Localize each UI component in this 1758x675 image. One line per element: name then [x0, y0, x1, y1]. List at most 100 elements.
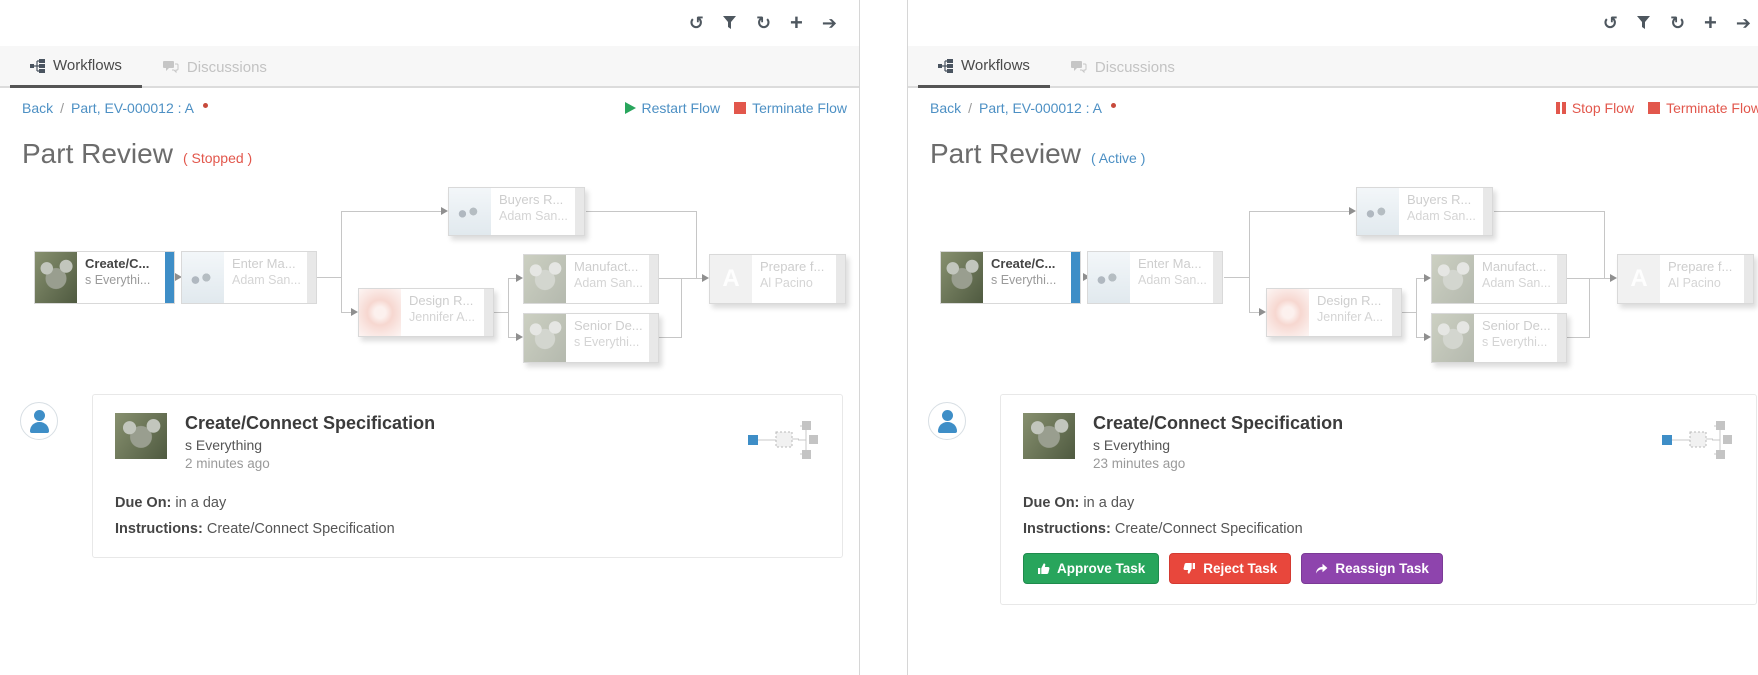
task-card: Create/Connect Specification s Everythin…	[92, 394, 843, 558]
flow-node-design[interactable]: Design R...Jennifer A...	[1266, 288, 1402, 337]
filter-icon[interactable]	[723, 16, 737, 30]
task-section: Create/Connect Specification s Everythin…	[908, 380, 1758, 605]
mini-workflow-icon[interactable]	[746, 419, 820, 461]
flow-connector	[316, 277, 342, 278]
back-link[interactable]: Back	[22, 100, 53, 116]
workflow-diagram: Create/C...s Everythi... Enter Ma...Adam…	[0, 180, 859, 380]
breadcrumb-separator: /	[968, 100, 972, 116]
add-icon[interactable]: +	[1704, 12, 1717, 34]
page-header: Part Review ( Stopped )	[0, 122, 859, 170]
flow-node-enter-ma[interactable]: Enter Ma...Adam San...	[1087, 251, 1223, 304]
node-avatar	[941, 252, 983, 303]
node-status-bar	[1483, 188, 1492, 235]
node-status-bar	[1557, 255, 1566, 303]
forward-icon[interactable]: ➔	[822, 14, 837, 32]
forward-icon[interactable]: ➔	[1736, 14, 1751, 32]
arrowhead-icon	[351, 308, 358, 316]
tab-discussions[interactable]: Discussions	[142, 46, 287, 88]
flow-connector	[494, 312, 509, 313]
refresh-icon[interactable]: ↻	[1670, 14, 1685, 32]
flow-node-create-connect[interactable]: Create/C...s Everythi...	[940, 251, 1081, 304]
instructions: Instructions: Create/Connect Specificati…	[1023, 521, 1734, 537]
user-icon	[928, 402, 966, 440]
filter-icon[interactable]	[1637, 16, 1651, 30]
node-avatar: A	[1618, 255, 1660, 303]
breadcrumb-item[interactable]: Part, EV-000012 : A	[71, 100, 194, 116]
node-status-bar	[836, 255, 845, 303]
task-title: Create/Connect Specification	[185, 413, 746, 434]
tab-workflows[interactable]: Workflows	[918, 46, 1050, 88]
tab-workflows[interactable]: Workflows	[10, 46, 142, 88]
arrowhead-icon	[441, 207, 448, 215]
terminate-flow-link[interactable]: Terminate Flow	[734, 100, 847, 116]
flow-node-buyers[interactable]: Buyers R...Adam San...	[448, 187, 585, 236]
approve-task-button[interactable]: Approve Task	[1023, 553, 1159, 584]
breadcrumb-row: Back / Part, EV-000012 : A Stop Flow Ter…	[908, 88, 1758, 122]
flow-connector	[1567, 278, 1589, 279]
flow-node-buyers[interactable]: Buyers R...Adam San...	[1356, 187, 1493, 236]
breadcrumb-item[interactable]: Part, EV-000012 : A	[979, 100, 1102, 116]
app-window-left: ↺ ↻ + ➔ Workflows Discussions	[0, 0, 860, 675]
refresh-icon[interactable]: ↻	[756, 14, 771, 32]
flow-connector	[1589, 278, 1590, 338]
flow-actions: Restart Flow Terminate Flow	[625, 100, 848, 116]
stop-square-icon	[734, 102, 746, 114]
flow-node-senior[interactable]: Senior De...s Everythi...	[523, 313, 659, 363]
tab-discussions[interactable]: Discussions	[1050, 46, 1195, 88]
breadcrumb: Back / Part, EV-000012 : A	[22, 100, 208, 116]
flow-node-senior[interactable]: Senior De...s Everythi...	[1431, 313, 1567, 363]
task-title: Create/Connect Specification	[1093, 413, 1660, 434]
flow-connector	[1249, 211, 1349, 212]
node-status-bar	[307, 252, 316, 303]
task-timestamp: 23 minutes ago	[1093, 456, 1660, 471]
arrowhead-icon	[702, 274, 709, 282]
node-status-bar	[1213, 252, 1222, 303]
node-avatar: A	[710, 255, 752, 303]
history-icon[interactable]: ↺	[689, 14, 704, 32]
forward-arrow-icon	[1315, 562, 1328, 575]
breadcrumb-row: Back / Part, EV-000012 : A Restart Flow …	[0, 88, 859, 122]
due-on: Due On: in a day	[1023, 495, 1734, 511]
flow-status: ( Active )	[1091, 150, 1145, 166]
flow-node-enter-ma[interactable]: Enter Ma...Adam San...	[181, 251, 317, 304]
restart-flow-link[interactable]: Restart Flow	[625, 100, 721, 116]
task-timestamp: 2 minutes ago	[185, 456, 746, 471]
flow-node-manufact[interactable]: Manufact...Adam San...	[523, 254, 659, 304]
arrowhead-icon	[516, 333, 523, 341]
assignee-avatar	[1023, 413, 1075, 459]
flow-actions: Stop Flow Terminate Flow	[1556, 100, 1758, 116]
app-window-right: ↺ ↻ + ➔ Workflows Discussions	[907, 0, 1758, 675]
back-link[interactable]: Back	[930, 100, 961, 116]
node-avatar	[449, 188, 491, 235]
discussions-icon	[1070, 60, 1087, 74]
node-avatar	[524, 314, 566, 362]
node-avatar	[35, 252, 77, 303]
flow-connector	[1494, 211, 1604, 212]
flow-connector	[659, 278, 681, 279]
node-avatar	[1432, 314, 1474, 362]
assignee-avatar	[115, 413, 167, 459]
terminate-flow-link[interactable]: Terminate Flow	[1648, 100, 1758, 116]
history-icon[interactable]: ↺	[1603, 14, 1618, 32]
flow-node-prepare[interactable]: A Prepare f...Al Pacino	[709, 254, 846, 304]
reassign-task-button[interactable]: Reassign Task	[1301, 553, 1443, 584]
flow-node-design[interactable]: Design R...Jennifer A...	[358, 288, 494, 337]
flow-connector	[341, 211, 441, 212]
reject-task-button[interactable]: Reject Task	[1169, 553, 1291, 584]
arrowhead-icon	[1259, 308, 1266, 316]
pause-icon	[1556, 102, 1566, 114]
node-avatar	[1088, 252, 1130, 303]
arrowhead-icon	[1424, 333, 1431, 341]
flow-node-manufact[interactable]: Manufact...Adam San...	[1431, 254, 1567, 304]
flow-node-prepare[interactable]: A Prepare f...Al Pacino	[1617, 254, 1754, 304]
tab-label: Discussions	[187, 59, 267, 76]
mini-workflow-icon[interactable]	[1660, 419, 1734, 461]
stop-flow-link[interactable]: Stop Flow	[1556, 100, 1634, 116]
node-avatar	[524, 255, 566, 303]
add-icon[interactable]: +	[790, 12, 803, 34]
task-card: Create/Connect Specification s Everythin…	[1000, 394, 1757, 605]
flow-node-create-connect[interactable]: Create/C...s Everythi...	[34, 251, 175, 304]
node-avatar	[359, 289, 401, 336]
flow-connector	[659, 337, 681, 338]
flow-connector	[681, 278, 682, 338]
